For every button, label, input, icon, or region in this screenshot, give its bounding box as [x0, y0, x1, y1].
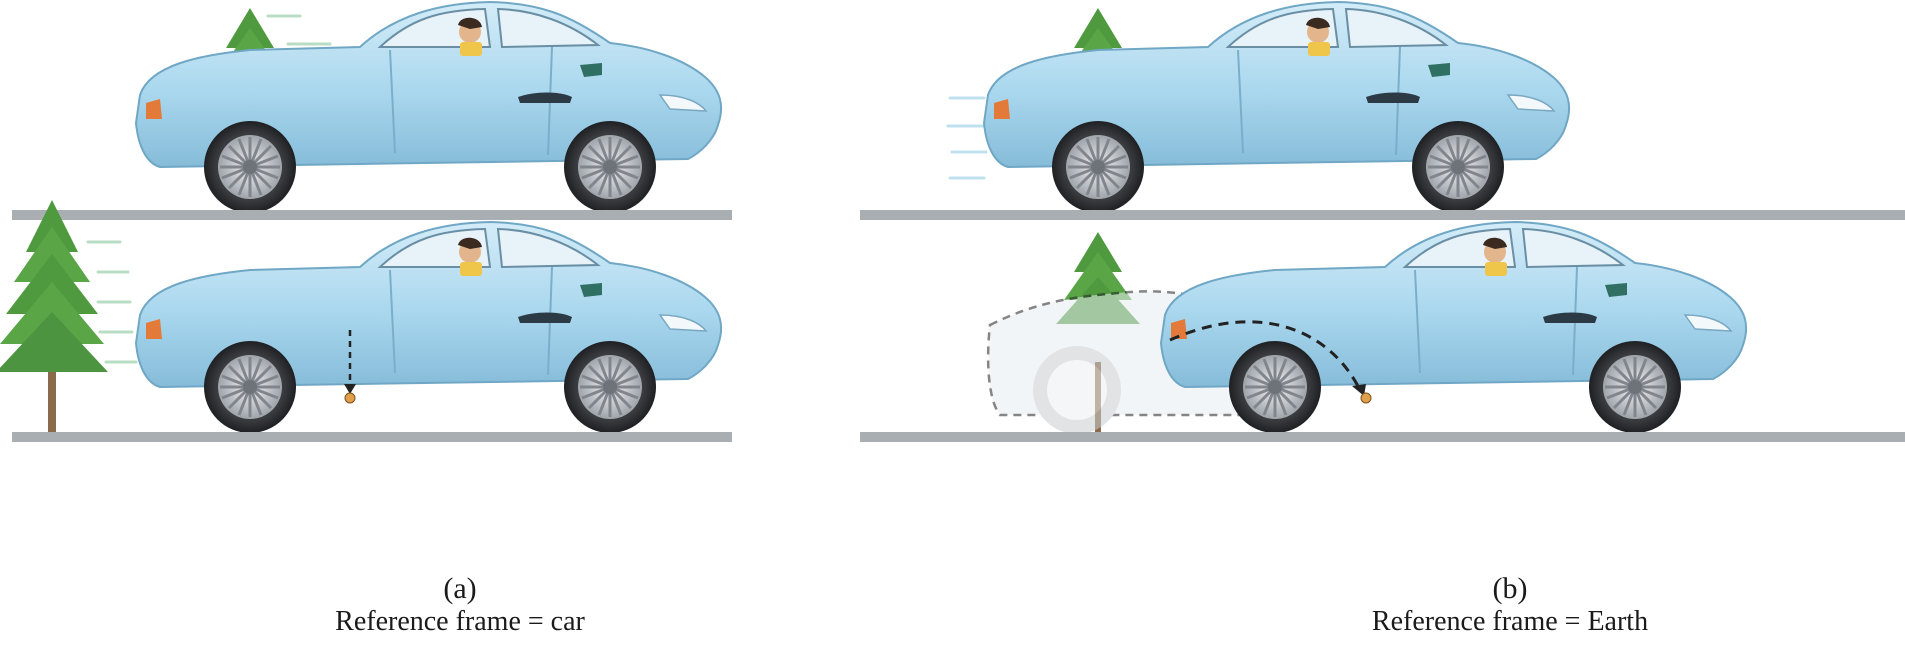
car-icon [136, 222, 721, 433]
caption-a: (a) Reference frame = car [160, 572, 760, 638]
car-icon [1161, 222, 1746, 433]
road [12, 432, 732, 442]
car-icon [136, 2, 721, 213]
road [12, 210, 732, 220]
car-icon [984, 2, 1569, 213]
tree-icon [0, 200, 108, 432]
reference-frame-caption-b: Reference frame = Earth [1210, 606, 1810, 638]
panel-label-a: (a) [160, 572, 760, 606]
caption-b: (b) Reference frame = Earth [1210, 572, 1810, 638]
panel-b [860, 2, 1905, 442]
road [860, 210, 1905, 220]
panel-b-bottom-scene [860, 222, 1905, 442]
speed-lines-icon [948, 98, 986, 178]
panel-b-top-scene [860, 2, 1905, 220]
panel-a [0, 2, 732, 442]
panel-label-b: (b) [1210, 572, 1810, 606]
panel-a-bottom-scene [0, 200, 732, 442]
reference-frame-caption-a: Reference frame = car [160, 606, 760, 638]
road [860, 432, 1905, 442]
panel-a-top-scene [12, 2, 732, 220]
